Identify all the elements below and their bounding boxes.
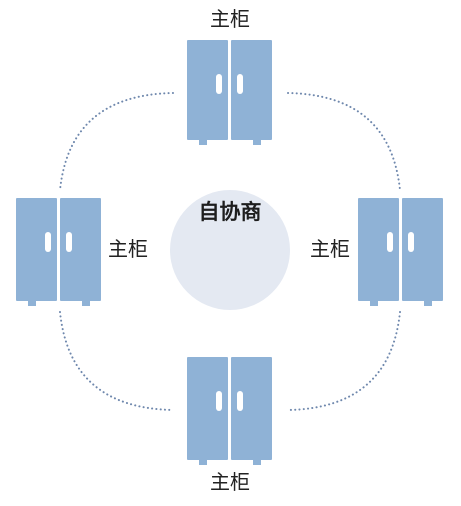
cabinet-door-left <box>187 357 228 460</box>
cabinet-foot <box>253 140 261 145</box>
ring-arc-bottom-left <box>59 311 174 411</box>
door-handle <box>387 232 393 252</box>
cabinet-foot <box>28 301 36 306</box>
cabinet-label-right: 主柜 <box>310 237 350 261</box>
door-handle <box>216 74 222 94</box>
ring-arc-top-right <box>287 92 401 191</box>
cabinet-foot <box>82 301 90 306</box>
cabinet-foot <box>253 460 261 465</box>
center-circle <box>170 190 290 310</box>
cabinet-door-right <box>402 198 443 301</box>
cabinet-foot <box>370 301 378 306</box>
cabinet-door-left <box>187 40 228 140</box>
cabinet-door-left <box>16 198 57 301</box>
cabinet-foot <box>199 140 207 145</box>
cabinet-foot <box>424 301 432 306</box>
door-handle <box>408 232 414 252</box>
cabinet-top <box>187 40 272 145</box>
door-handle <box>216 391 222 411</box>
ring-arc-top-left <box>59 92 174 191</box>
cabinet-bottom <box>187 357 272 465</box>
cabinet-door-right <box>60 198 101 301</box>
dotted-ring <box>59 92 401 411</box>
cabinet-door-left <box>358 198 399 301</box>
door-handle <box>237 391 243 411</box>
cabinet-door-right <box>231 40 272 140</box>
cabinet-foot <box>199 460 207 465</box>
center-label: 自协商 <box>198 200 262 224</box>
cabinet-label-left: 主柜 <box>108 237 148 261</box>
ring-arc-bottom-right <box>287 311 401 411</box>
cabinet-label-top: 主柜 <box>210 7 250 31</box>
cabinet-right <box>358 198 443 306</box>
door-handle <box>45 232 51 252</box>
cabinet-left <box>16 198 101 306</box>
cabinet-label-bottom: 主柜 <box>210 470 250 494</box>
door-handle <box>66 232 72 252</box>
door-handle <box>237 74 243 94</box>
cabinet-door-right <box>231 357 272 460</box>
